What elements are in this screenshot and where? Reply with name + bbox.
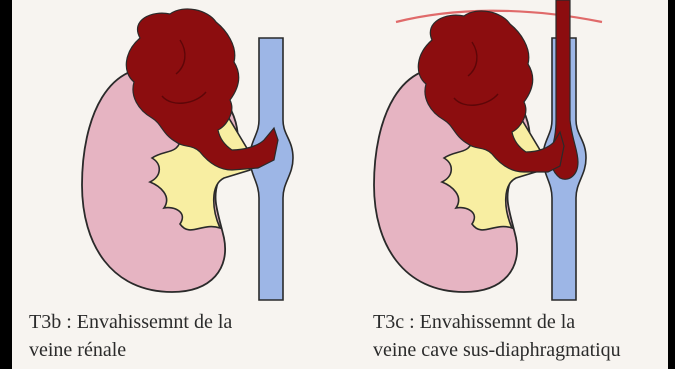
- vena-cava-left: [250, 38, 293, 300]
- illustration-sheet: T3b : Envahissemnt de la veine rénale T3…: [12, 0, 668, 369]
- panel-t3c: [374, 0, 602, 300]
- caption-t3b-line1: T3b : Envahissemnt de la: [29, 308, 232, 336]
- caption-t3b-line2: veine rénale: [29, 336, 232, 364]
- caption-t3c: T3c : Envahissemnt de la veine cave sus-…: [373, 308, 621, 364]
- panel-t3b: [82, 9, 293, 300]
- caption-t3b: T3b : Envahissemnt de la veine rénale: [29, 308, 232, 364]
- caption-t3c-line2: veine cave sus-diaphragmatiqu: [373, 336, 621, 364]
- caption-t3c-line1: T3c : Envahissemnt de la: [373, 308, 621, 336]
